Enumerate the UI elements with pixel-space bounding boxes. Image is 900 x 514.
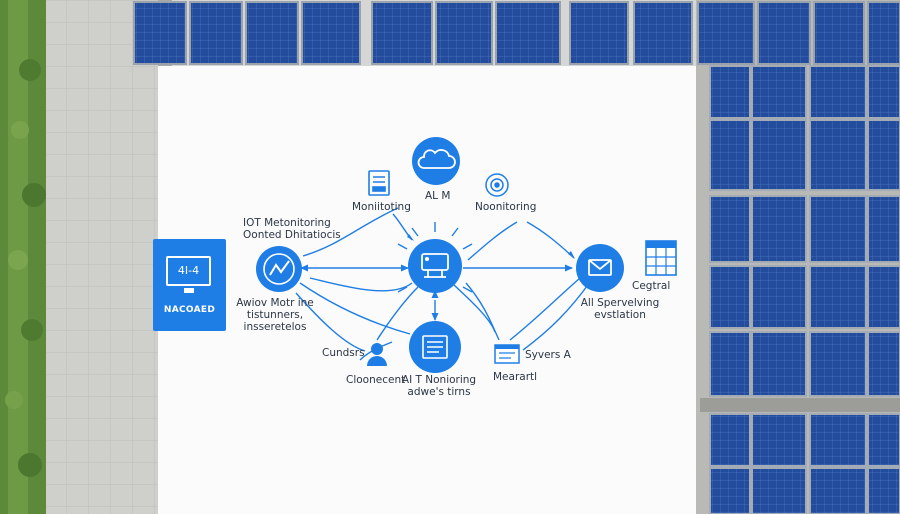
connector bbox=[465, 282, 500, 341]
solar-array-right bbox=[700, 65, 900, 514]
connector bbox=[299, 282, 411, 335]
connector bbox=[453, 284, 496, 333]
central-hub-node bbox=[408, 239, 462, 293]
arrowhead bbox=[300, 264, 308, 272]
report-icon bbox=[494, 344, 520, 364]
monitoring-right-label: Noonitoring bbox=[475, 201, 537, 213]
mail-icon bbox=[588, 259, 612, 276]
connector bbox=[509, 277, 581, 341]
hub-rays bbox=[397, 222, 473, 293]
ai-node bbox=[412, 137, 460, 185]
spreadsheet-icon bbox=[645, 240, 677, 276]
target-icon bbox=[485, 173, 509, 197]
pavement bbox=[46, 0, 158, 514]
arrowhead bbox=[401, 264, 409, 272]
mearartl-label: Mearartl bbox=[493, 371, 538, 383]
router-icon bbox=[421, 253, 449, 278]
document-icon bbox=[422, 335, 448, 359]
trend-chart-icon bbox=[269, 260, 290, 276]
server-icon bbox=[368, 170, 390, 196]
ai-noonioring-label: AI T Nonioring adwe's tirns bbox=[401, 374, 477, 398]
connector bbox=[376, 286, 419, 341]
monitor-badge: 4I-4 NACOAED bbox=[153, 239, 226, 331]
solar-array-top bbox=[133, 1, 900, 65]
arrowhead bbox=[431, 313, 439, 321]
cloonecent-label: Cloonecent bbox=[346, 374, 406, 386]
connector bbox=[295, 292, 366, 352]
all-spervelving-label: All Spervelving evstlation bbox=[580, 297, 660, 321]
syvers-label: Syvers A bbox=[525, 349, 571, 361]
user-icon bbox=[367, 343, 387, 366]
ai-label: AL M bbox=[425, 190, 451, 202]
connector bbox=[522, 281, 591, 351]
arrowhead bbox=[407, 234, 414, 241]
connector bbox=[309, 277, 413, 292]
badge-label: NACOAED bbox=[163, 305, 216, 315]
monitor-icon: 4I-4 bbox=[166, 256, 211, 286]
awiov-label: Awiov Motr ine tistunners, insseretelos bbox=[236, 297, 314, 333]
iot-monitoring-label: IOT Metonitoring Oonted Dhitatiocis bbox=[243, 217, 341, 241]
iot-node bbox=[256, 246, 302, 292]
arrowhead bbox=[568, 251, 575, 259]
cegtral-label: Cegtral bbox=[632, 280, 671, 292]
arrowhead bbox=[565, 264, 573, 272]
arrowhead bbox=[431, 290, 439, 298]
cloud-icon bbox=[417, 149, 456, 169]
cundsrs-label: Cundsrs bbox=[322, 347, 365, 359]
cegtral-node bbox=[576, 244, 624, 292]
connector bbox=[467, 221, 518, 261]
diagram-connectors bbox=[295, 207, 591, 361]
connector bbox=[302, 207, 399, 257]
monitoring-left-label: Moniitoting bbox=[352, 201, 411, 213]
document-node bbox=[409, 321, 461, 373]
